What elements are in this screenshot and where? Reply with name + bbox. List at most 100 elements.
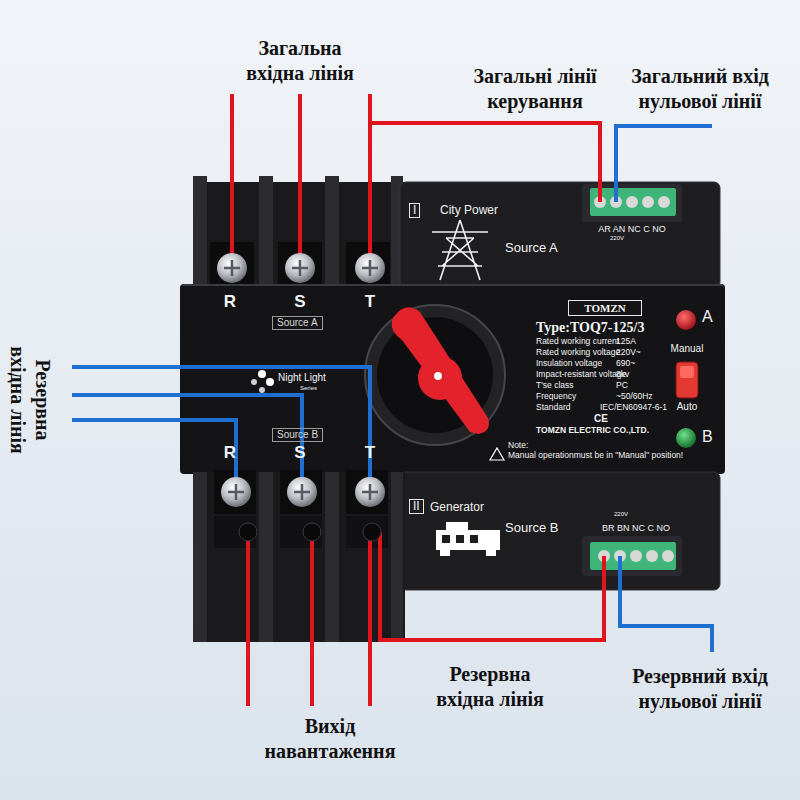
- spec-value: 125A: [616, 337, 636, 347]
- switch-body: [180, 284, 725, 474]
- node-text: II: [413, 500, 420, 513]
- terminal-screw: [642, 196, 654, 208]
- spec-value: IEC/EN60947-6-1: [600, 403, 667, 413]
- spec-name: Standard: [536, 403, 571, 413]
- terminal-names: AR AN NC C NO: [582, 224, 682, 234]
- blue-wire: [72, 367, 370, 492]
- callout-label: Резервна вхідна лінія: [5, 330, 55, 470]
- blue-wire: [616, 126, 712, 202]
- phase-letter: T: [358, 443, 382, 463]
- red-wire: [246, 532, 250, 706]
- source-name: City Power: [440, 204, 498, 218]
- night-light-icon: [266, 378, 274, 386]
- housing-fin: [391, 472, 403, 642]
- callout-label: Загальна вхідна лінія: [230, 36, 370, 86]
- red-wire: [368, 94, 372, 268]
- housing-fin: [193, 176, 207, 292]
- terminal-housing: [193, 472, 405, 642]
- warning-icon: [490, 448, 504, 460]
- spec-name: Impact-resistant voltage: [536, 370, 626, 380]
- lower-screw: [239, 523, 257, 541]
- night-light-icon: [251, 379, 257, 385]
- mode-toggle: [676, 362, 698, 398]
- terminal-screw: [658, 196, 670, 208]
- generator-icon: [486, 550, 496, 556]
- knob-handle: [392, 307, 489, 434]
- led-red: [676, 310, 696, 330]
- generator-icon: [442, 535, 450, 543]
- spec-name: Rated working voltage: [536, 348, 620, 358]
- node-text: Source A: [277, 317, 318, 329]
- series-name: Night Light: [278, 372, 326, 384]
- source-name: Source B: [505, 521, 558, 536]
- knob-hub: [418, 356, 462, 400]
- red-wire: [310, 532, 314, 706]
- screw-recess: [280, 516, 322, 548]
- housing-fin: [259, 176, 273, 292]
- maker-name: TOMZN ELECTRIC CO.,LTD.: [536, 426, 649, 436]
- power-pylon-icon: [432, 220, 488, 280]
- led-letter: A: [702, 308, 713, 326]
- callout-label: Вихід навантаження: [250, 714, 410, 764]
- spec-name: T'se class: [536, 381, 574, 391]
- blue-wire: [620, 556, 712, 652]
- housing-fin: [325, 176, 339, 292]
- spec-value: PC: [616, 381, 628, 391]
- model-type: Type:TOQ7-125/3: [536, 320, 644, 336]
- source-b-module: [400, 472, 720, 590]
- spec-name: Insulation voltage: [536, 359, 602, 369]
- note-text: Manual operationmust be in "Manual" posi…: [508, 451, 683, 461]
- generator-icon: [446, 522, 468, 530]
- red-wire: [298, 94, 302, 268]
- mode-label: Manual: [662, 343, 712, 355]
- source-name: Source A: [505, 241, 558, 256]
- series-name: Series: [300, 385, 317, 392]
- connector-seat: [582, 184, 682, 222]
- knob-pin: [434, 372, 442, 380]
- source-name: Generator: [430, 501, 484, 515]
- spec-value: 8kv: [616, 370, 629, 380]
- spec-name: Rated working current: [536, 337, 619, 347]
- red-wire: [230, 94, 234, 268]
- spec-value: 690~: [616, 359, 635, 369]
- terminal-screw: [626, 196, 638, 208]
- node-text: I: [413, 204, 416, 217]
- callout-label: Загальні лінії керування: [440, 64, 630, 114]
- phase-letter: R: [218, 443, 242, 463]
- generator-icon: [456, 535, 464, 543]
- control-terminal-block: [590, 188, 676, 216]
- terminal-names: BR BN NC C NO: [586, 523, 686, 533]
- wiring: [72, 94, 712, 706]
- spec-name: Frequency: [536, 392, 576, 402]
- housing-fin: [325, 472, 339, 642]
- voltage-mark: 220V: [606, 511, 636, 518]
- callout-label: Резервна вхідна лінія: [420, 662, 560, 712]
- spec-value: 220V~: [616, 348, 641, 358]
- note-heading: Note:: [508, 441, 528, 451]
- red-wire: [380, 532, 604, 640]
- housing-fin: [259, 472, 273, 642]
- screw-slot: [224, 260, 378, 500]
- source-a-module: [400, 182, 720, 288]
- knob-ring: [365, 305, 505, 445]
- blue-wire: [72, 420, 236, 492]
- generator-icon: [470, 535, 478, 543]
- connector-seat: [582, 536, 682, 576]
- led-letter: B: [702, 428, 713, 446]
- generator-icon: [436, 530, 500, 550]
- body-edge: [182, 284, 723, 286]
- red-wire: [370, 123, 600, 202]
- blue-wire: [72, 395, 302, 492]
- terminal-screw: [646, 550, 658, 562]
- node-text: Source B: [277, 429, 318, 441]
- mode-toggle: [680, 366, 694, 378]
- red-wire: [368, 532, 372, 706]
- led-green: [676, 428, 696, 448]
- voltage-mark: 220V: [602, 235, 632, 242]
- phase-letter: T: [358, 292, 382, 312]
- source-tag: Source A: [272, 316, 323, 330]
- spec-value: ~50/60Hz: [616, 392, 653, 402]
- ce-mark: CE: [594, 413, 608, 425]
